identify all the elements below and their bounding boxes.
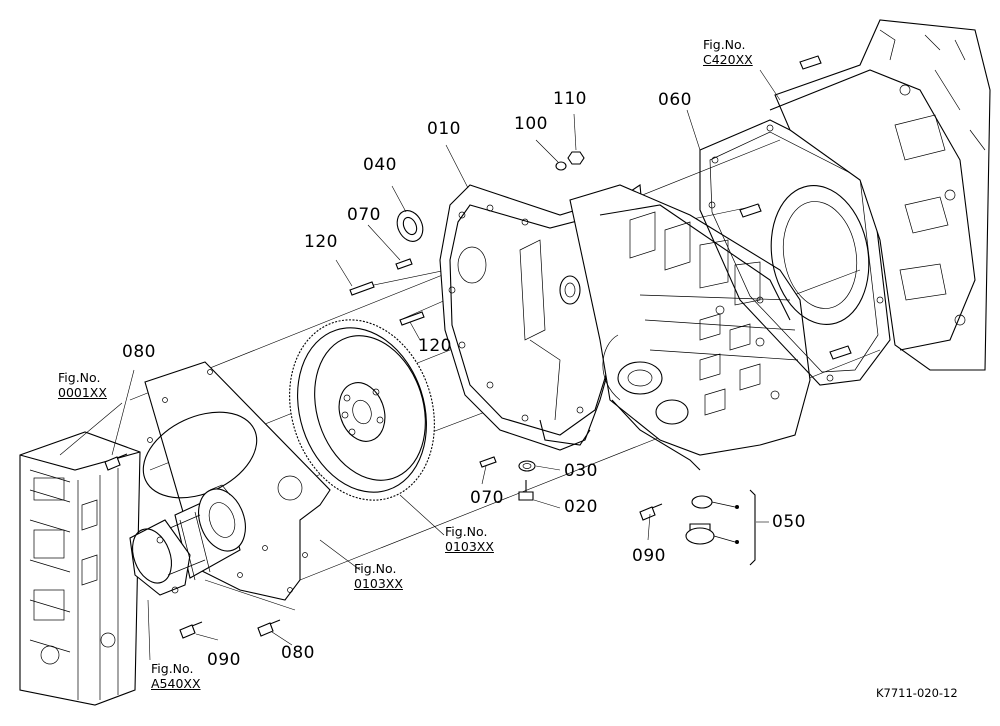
label-part-100: 100: [514, 114, 548, 134]
label-part-070-top: 070: [347, 205, 381, 225]
figref-a540xx-prefix: Fig.No.: [151, 661, 194, 676]
label-part-120-middle: 120: [418, 336, 452, 356]
figref-0103xx-plate: Fig.No. 0103XX: [354, 561, 403, 591]
label-part-040: 040: [363, 155, 397, 175]
figref-0103xx-flywheel-number: 0103XX: [445, 539, 494, 554]
figref-c420xx-number: C420XX: [703, 52, 753, 67]
figref-0001xx-prefix: Fig.No.: [58, 370, 101, 385]
flywheel: [289, 319, 435, 501]
label-part-020: 020: [564, 497, 598, 517]
figref-c420xx: Fig.No. C420XX: [703, 37, 753, 67]
label-part-050: 050: [772, 512, 806, 532]
label-part-110: 110: [553, 89, 587, 109]
label-part-010: 010: [427, 119, 461, 139]
drain-plug-050: [685, 489, 756, 566]
leader-lines: [59, 69, 781, 661]
figref-a540xx: Fig.No. A540XX: [151, 661, 201, 691]
figref-0103xx-flywheel-prefix: Fig.No.: [445, 524, 488, 539]
rear-bolts: [739, 55, 852, 360]
figref-0001xx-number: 0001XX: [58, 385, 107, 400]
studs-120: [349, 281, 425, 326]
label-part-070-bottom: 070: [470, 488, 504, 508]
label-part-080-top: 080: [122, 342, 156, 362]
back-plate: [142, 361, 331, 611]
label-part-060: 060: [658, 90, 692, 110]
bolts-080: [104, 453, 281, 637]
transmission-case: [569, 184, 811, 471]
washer-100-nut-110: [555, 151, 585, 171]
figref-0103xx-plate-number: 0103XX: [354, 576, 403, 591]
figref-0103xx-flywheel: Fig.No. 0103XX: [445, 524, 494, 554]
label-part-030: 030: [564, 461, 598, 481]
drawing-code: K7711-020-12: [876, 686, 958, 700]
label-part-080-bottom: 080: [281, 643, 315, 663]
figref-a540xx-number: A540XX: [151, 676, 201, 691]
figref-0001xx: Fig.No. 0001XX: [58, 370, 107, 400]
rear-transmission-case: [769, 19, 991, 371]
label-part-120-top: 120: [304, 232, 338, 252]
figref-0103xx-plate-prefix: Fig.No.: [354, 561, 397, 576]
bolts-090: [179, 503, 663, 639]
engine-block: [19, 431, 141, 706]
dowel-pins-070: [395, 258, 497, 468]
figref-c420xx-prefix: Fig.No.: [703, 37, 746, 52]
oil-seal-040: [396, 210, 424, 242]
label-part-090-right: 090: [632, 546, 666, 566]
plug-020-washer-030: [518, 460, 536, 501]
starter-motor: [129, 484, 246, 596]
label-part-090-left: 090: [207, 650, 241, 670]
